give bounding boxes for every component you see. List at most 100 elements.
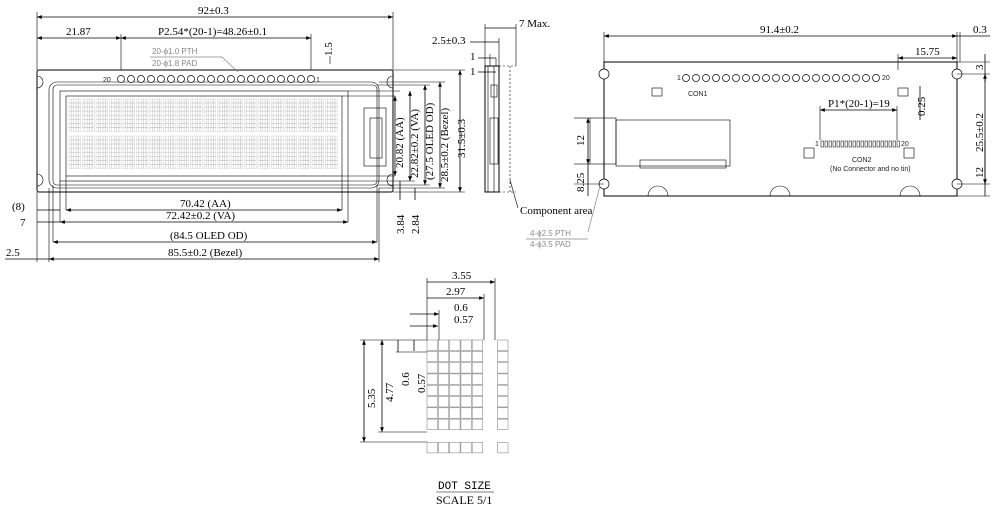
aa-dot — [168, 160, 171, 165]
aa-dot — [82, 102, 85, 108]
aa-dot — [111, 102, 115, 108]
dot-cell — [438, 384, 450, 396]
aa-dot — [172, 123, 176, 128]
aa-dot — [154, 164, 158, 169]
aa-dot — [125, 164, 128, 169]
aa-dot — [213, 98, 216, 103]
aa-dot — [273, 107, 277, 112]
aa-dot — [262, 98, 266, 103]
aa-dot — [298, 164, 301, 169]
aa-dot — [257, 144, 261, 149]
aa-dot — [159, 107, 162, 112]
aa-dot — [327, 164, 331, 169]
aa-dot — [319, 111, 322, 116]
aa-dot — [136, 135, 139, 140]
aa-dot — [172, 107, 176, 112]
aa-dot — [127, 148, 131, 153]
aa-dot — [111, 160, 115, 165]
aa-dot — [143, 156, 147, 161]
aa-dot — [136, 98, 139, 103]
aa-dot — [257, 98, 261, 103]
aa-dot — [100, 144, 104, 149]
dot-cell-below — [471, 442, 483, 454]
aa-dot — [294, 144, 297, 149]
aa-dot — [217, 160, 220, 165]
aa-dot — [276, 111, 279, 116]
aa-dot — [170, 144, 174, 149]
aa-dot — [203, 107, 207, 112]
aa-dot — [199, 164, 203, 169]
aa-dot — [89, 160, 93, 165]
aa-dot — [257, 115, 261, 120]
aa-dot — [114, 152, 117, 157]
aa-dot — [168, 152, 171, 157]
aa-dot — [224, 139, 228, 145]
aa-dot — [163, 98, 166, 103]
aa-dot — [257, 111, 261, 116]
aa-dot — [325, 152, 328, 157]
aa-dot — [332, 98, 336, 103]
aa-dot — [265, 139, 268, 145]
aa-dot — [103, 119, 106, 124]
aa-dot — [76, 123, 79, 128]
aa-dot — [111, 135, 115, 140]
dim-back-width: 91.4±0.2 — [760, 24, 799, 36]
aa-dot — [307, 98, 311, 103]
aa-dot — [265, 98, 268, 103]
aa-dot — [240, 144, 243, 149]
aa-dot — [334, 107, 338, 112]
aa-dot — [68, 102, 72, 108]
aa-dot — [186, 152, 189, 157]
aa-dot — [184, 148, 187, 153]
aa-dot — [87, 135, 90, 140]
aa-dot — [87, 102, 90, 108]
aa-dot — [136, 107, 139, 112]
aa-dot — [319, 164, 322, 169]
aa-dot — [197, 164, 201, 169]
aa-dot — [226, 127, 230, 132]
aa-dot — [157, 148, 160, 153]
aa-dot — [87, 98, 90, 103]
aa-dot — [217, 98, 220, 103]
aa-dot — [280, 123, 284, 128]
con2-pad — [884, 140, 888, 148]
aa-dot — [91, 98, 95, 103]
aa-dot — [224, 102, 228, 108]
dim-overall-height: 31.5±0.3 — [456, 118, 468, 158]
aa-dot — [327, 160, 331, 165]
aa-dot — [294, 160, 297, 165]
aa-dot — [289, 144, 293, 149]
aa-dot — [298, 102, 301, 108]
aa-dot — [300, 115, 304, 120]
aa-dot — [98, 135, 101, 140]
aa-dot — [111, 156, 115, 161]
aa-dot — [157, 160, 160, 165]
aa-dot — [219, 98, 223, 103]
dot-cell — [438, 339, 450, 351]
aa-dot — [71, 123, 74, 128]
aa-dot — [298, 119, 301, 124]
oled-od-outline — [52, 84, 378, 186]
aa-dot — [213, 119, 216, 124]
dot-cell — [471, 351, 483, 363]
aa-dot — [184, 164, 187, 169]
aa-dot — [152, 139, 155, 145]
aa-dot — [118, 160, 122, 165]
aa-dot — [300, 152, 304, 157]
dim-dot-2-97: 2.97 — [446, 286, 466, 298]
aa-dot — [249, 135, 252, 140]
aa-dot — [244, 111, 247, 116]
aa-dot — [292, 115, 295, 120]
con2-pad — [896, 140, 900, 148]
aa-dot — [330, 164, 333, 169]
aa-dot — [84, 156, 88, 161]
aa-dot — [111, 107, 115, 112]
aa-dot — [332, 160, 336, 165]
aa-dot — [179, 156, 182, 161]
aa-dot — [168, 135, 171, 140]
aa-dot — [292, 127, 295, 132]
aa-dot — [71, 107, 74, 112]
aa-dot — [271, 123, 274, 128]
aa-dot — [73, 127, 77, 132]
aa-dot — [68, 115, 72, 120]
